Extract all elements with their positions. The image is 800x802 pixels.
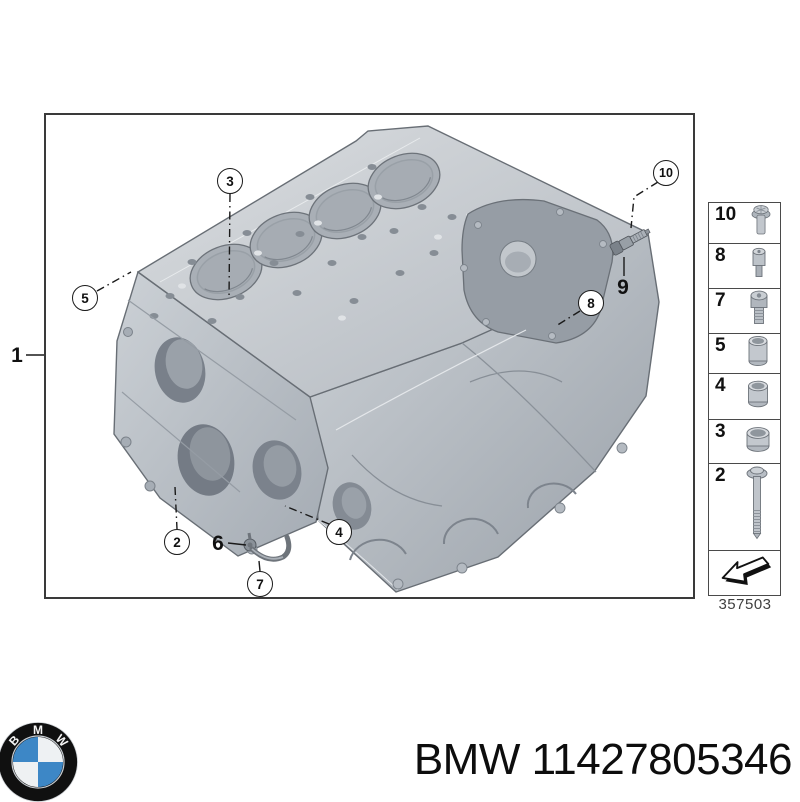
callout-5-label: 5 — [81, 290, 89, 306]
callout-4-label: 4 — [335, 524, 343, 540]
legend-cell-5: 5 — [708, 333, 781, 374]
socket-head-bolt-icon — [747, 290, 771, 333]
diagram-frame — [44, 113, 695, 599]
dowel-sleeve-wide-icon — [743, 426, 773, 458]
dowel-sleeve-medium-icon — [745, 380, 771, 414]
callout-9: 9 — [617, 275, 629, 299]
callout-7-label: 7 — [256, 576, 264, 592]
legend-number-7: 7 — [715, 290, 726, 311]
legend-number-4: 4 — [715, 375, 726, 396]
callout-7: 7 — [247, 571, 273, 597]
callout-6: 6 — [212, 531, 224, 555]
legend-number-3: 3 — [715, 421, 726, 442]
legend-cell-3: 3 — [708, 419, 781, 464]
legend-number-5: 5 — [715, 335, 726, 356]
callout-8-label: 8 — [587, 295, 595, 311]
logo-quadrant-white-bl — [13, 762, 38, 787]
stepped-dowel-icon — [750, 247, 768, 286]
legend-cell-2: 2 — [708, 463, 781, 551]
callout-5: 5 — [72, 285, 98, 311]
logo-quadrant-blue-br — [38, 762, 63, 787]
callout-10-label: 10 — [659, 166, 673, 180]
legend-number-8: 8 — [715, 245, 726, 266]
legend-number-10: 10 — [715, 204, 737, 225]
legend-cell-8: 8 — [708, 243, 781, 289]
callout-2: 2 — [164, 529, 190, 555]
view-direction-arrow-icon — [717, 553, 773, 594]
legend-cell-10: 10 — [708, 202, 781, 244]
callout-3-label: 3 — [226, 173, 234, 189]
callout-1: 1 — [11, 343, 23, 367]
callout-2-label: 2 — [173, 534, 181, 550]
legend-cell-direction — [708, 550, 781, 596]
logo-quadrant-blue-tl — [13, 737, 38, 762]
callout-4: 4 — [326, 519, 352, 545]
logo-quadrant-white-tr — [38, 737, 63, 762]
legend-number-2: 2 — [715, 465, 726, 486]
logo-letter-m: M — [33, 723, 43, 737]
callout-3: 3 — [217, 168, 243, 194]
flange-bolt-icon — [747, 203, 775, 244]
callout-10: 10 — [653, 160, 679, 186]
drawing-number: 357503 — [718, 596, 772, 613]
dowel-sleeve-tall-icon — [745, 335, 771, 373]
callout-8: 8 — [578, 290, 604, 316]
legend-cell-4: 4 — [708, 373, 781, 420]
legend-cell-7: 7 — [708, 288, 781, 334]
part-number-text: BMW 11427805346 — [413, 735, 793, 784]
long-hex-bolt-icon — [745, 465, 769, 550]
bmw-logo: B M W — [0, 722, 78, 802]
